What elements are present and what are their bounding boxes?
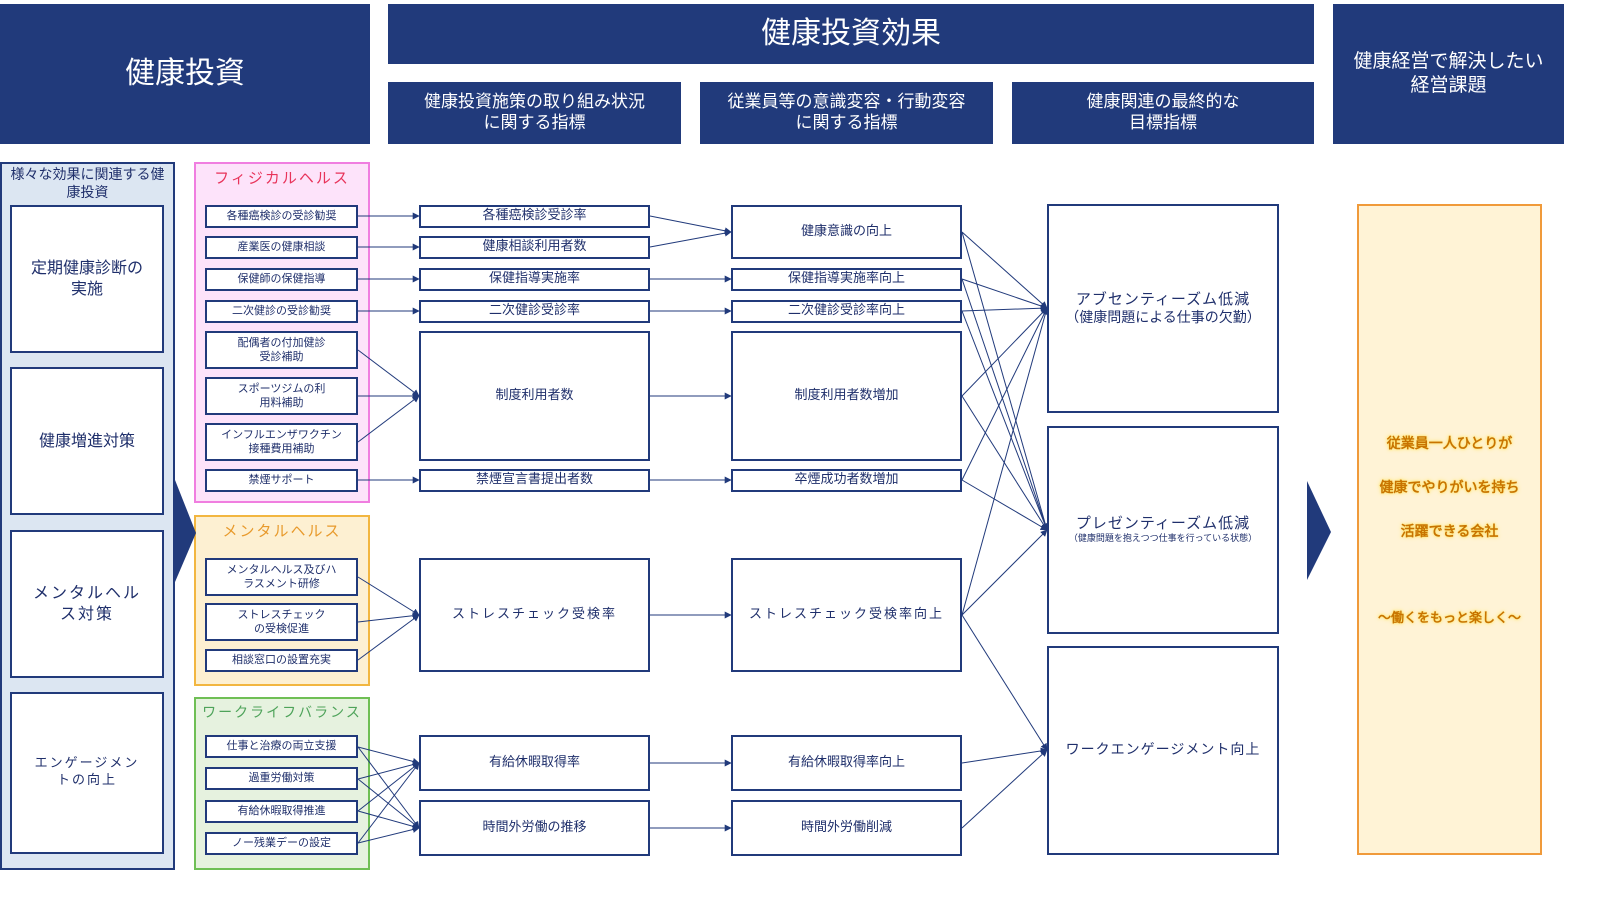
connector-arrow [961,529,1048,616]
measure-smoking-pledges: 禁煙宣言書提出者数 [419,469,650,492]
measure-guidance-rate: 保健指導実施率 [419,268,650,291]
goal-line-3: 活躍できる会社 [1400,524,1499,540]
connector-arrow [649,229,732,248]
left-item-checkup: 定期健康診断の実施 [10,205,164,353]
measure-secondary-rate: 二次健診受診率 [419,300,650,323]
awareness-program-users-up: 制度利用者数増加 [731,331,962,461]
connector-arrow [961,307,1048,397]
left-item-engagement: エンゲージメントの向上 [10,692,164,854]
connector-arrow [357,826,420,844]
connector-arrow [961,307,1049,616]
final-presenteeism-sub: （健康問題を抱えつつ仕事を行っている状態） [1068,533,1258,544]
left-item-promotion: 健康増進対策 [10,367,164,515]
measure-leave-rate: 有給休暇取得率 [419,735,650,791]
physical-item-secondary-checkup: 二次健診の受診勧奨 [205,300,358,323]
connector-arrow [961,310,1048,531]
awareness-health-consciousness: 健康意識の向上 [731,205,962,259]
header-investment: 健康投資 [0,4,370,144]
header-col-awareness: 従業員等の意識変容・行動変容に関する指標 [700,82,993,144]
physical-item-spouse-checkup: 配偶者の付加健診受診補助 [205,331,358,369]
final-absenteeism: アブセンティーズム低減 （健康問題による仕事の欠勤） [1047,204,1279,413]
connector-arrow [961,278,1049,531]
connector-arrow [961,749,1048,829]
awareness-guidance-rate-up: 保健指導実施率向上 [731,268,962,291]
header-effects: 健康投資効果 [388,4,1314,64]
physical-item-cancer-screening: 各種癌検診の受診勧奨 [205,205,358,228]
goal-line-2: 健康でやりがいを持ち [1379,480,1520,496]
wlb-item-treatment-support: 仕事と治療の両立支援 [205,735,358,758]
mental-item-harassment-training: メンタルヘルス及びハラスメント研修 [205,558,358,596]
final-presenteeism: プレゼンティーズム低減 （健康問題を抱えつつ仕事を行っている状態） [1047,426,1279,634]
connector-arrow [357,612,420,623]
wlb-item-overwork: 過重労働対策 [205,767,358,790]
goal-box: 従業員一人ひとりが 健康でやりがいを持ち 活躍できる会社 ～働くをもっと楽しく～ [1357,204,1542,855]
final-absenteeism-sub: （健康問題による仕事の欠勤） [1065,310,1261,327]
connector-arrow [961,231,1049,531]
wlb-item-paid-leave: 有給休暇取得推進 [205,800,358,823]
header-col-final: 健康関連の最終的な目標指標 [1012,82,1314,144]
physical-item-smoking: 禁煙サポート [205,469,358,492]
left-item-mental: メンタルヘルス対策 [10,530,164,678]
awareness-leave-rate-up: 有給休暇取得率向上 [731,735,962,791]
measure-cancer-rate: 各種癌検診受診率 [419,205,650,228]
connector-arrow [357,761,420,780]
connector-arrow [357,349,420,397]
goal-line-1: 従業員一人ひとりが [1386,436,1513,452]
connector-arrow [357,614,420,661]
chevron-right-icon [1307,481,1331,580]
physical-item-doctor-consult: 産業医の健康相談 [205,236,358,259]
connector-arrow [357,576,420,616]
connector-arrow [961,479,1048,531]
connector-arrow [961,395,1048,531]
goal-tagline: ～働くをもっと楽しく～ [1377,611,1521,626]
physical-item-nurse-guidance: 保健師の保健指導 [205,268,358,291]
connector-arrow [961,304,1048,312]
awareness-overtime-reduction: 時間外労働削減 [731,800,962,856]
awareness-secondary-rate-up: 二次健診受診率向上 [731,300,962,323]
final-presenteeism-main: プレゼンティーズム低減 [1075,514,1251,533]
measure-overtime-trend: 時間外労働の推移 [419,800,650,856]
awareness-stress-rate-up: ストレスチェック受検率向上 [731,558,962,672]
connector-arrow [649,215,732,235]
chevron-right-icon [175,480,196,582]
physical-item-gym-subsidy: スポーツジムの利用料補助 [205,377,358,415]
measure-program-users: 制度利用者数 [419,331,650,461]
final-work-engagement-main: ワークエンゲージメント向上 [1065,742,1261,759]
connector-arrow [961,747,1048,764]
mental-item-stress-check: ストレスチェックの受検促進 [205,603,358,641]
wlb-item-no-overtime: ノー残業デーの設定 [205,832,358,855]
mental-item-consultation: 相談窓口の設置充実 [205,649,358,672]
awareness-quit-smoking-up: 卒煙成功者数増加 [731,469,962,492]
connector-arrow [357,762,420,812]
connector-arrow [357,395,420,443]
wlb-panel-title: ワークライフバランス [202,705,362,721]
physical-panel-title: フィジカルヘルス [214,168,350,187]
mental-panel-title: メンタルヘルス [222,521,342,540]
final-absenteeism-main: アブセンティーズム低減 [1075,289,1251,308]
header-issues: 健康経営で解決したい経営課題 [1333,4,1564,144]
measure-stress-rate: ストレスチェック受検率 [419,558,650,672]
connector-arrow [357,762,420,844]
measure-consult-users: 健康相談利用者数 [419,236,650,259]
connector-arrow [961,278,1048,310]
connector-arrow [357,810,420,830]
connector-arrow [961,231,1048,309]
header-col-measures: 健康投資施策の取り組み状況に関する指標 [388,82,681,144]
connector-arrow [961,614,1048,751]
connector-arrow [357,746,420,765]
connector-arrow [961,307,1048,481]
left-panel-title: 様々な効果に関連する健康投資 [10,166,165,201]
final-work-engagement: ワークエンゲージメント向上 [1047,646,1279,855]
physical-item-flu-vaccine: インフルエンザワクチン接種費用補助 [205,423,358,461]
